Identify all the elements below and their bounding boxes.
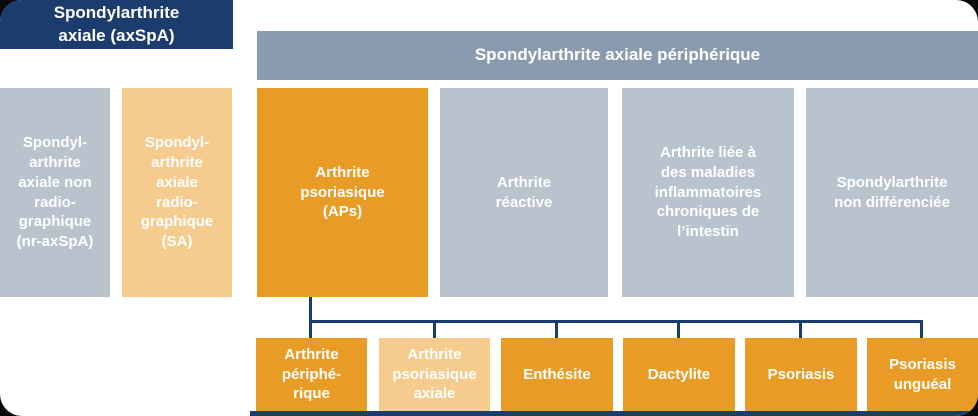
box-psoriatic-arthritis-label: Arthrite psoriasique (APs) [300,163,385,221]
box-nr-axspa-label: Spondyl- arthrite axiale non radio- grap… [16,134,94,251]
box-radiographic-sa: Spondyl- arthrite axiale radio- graphiqu… [122,88,232,297]
bottom-edge-bar [250,411,978,416]
box-undifferentiated-spa: Spondylarthrite non différenciée [806,88,978,297]
box-undifferentiated-spa-label: Spondylarthrite non différenciée [834,173,950,211]
header-axial-spa-label: Spondylarthrite axiale (axSpA) [53,3,180,45]
connector-drop-line [799,320,802,338]
header-peripheral-spa-label: Spondylarthrite axiale périphérique [474,45,761,65]
box-reactive-arthritis-label: Arthrite réactive [495,173,553,211]
connector-horizontal-line [309,320,923,323]
header-peripheral-spa: Spondylarthrite axiale périphérique [257,31,978,80]
box-psoriatic-arthritis: Arthrite psoriasique (APs) [257,88,428,297]
box-reactive-arthritis: Arthrite réactive [440,88,608,297]
box-ibd-arthritis: Arthrite liée à des maladies inflammatoi… [622,88,794,297]
box-dactylitis: Dactylite [623,338,735,411]
connector-stem-line [309,297,312,338]
connector-drop-line [433,320,436,338]
box-peripheral-arthritis: Arthrite périphé- rique [256,338,367,411]
box-radiographic-sa-label: Spondyl- arthrite axiale radio- graphiqu… [140,134,214,251]
connector-drop-line [555,320,558,338]
box-axial-psoriatic-arthritis: Arthrite psoriasique axiale [379,338,490,411]
box-psoriasis: Psoriasis [745,338,857,411]
box-nail-psoriasis-label: Psoriasis unguéal [889,355,956,393]
connector-drop-line [920,320,923,338]
box-axial-psoriatic-arthritis-label: Arthrite psoriasique axiale [392,345,477,403]
box-enthesitis-label: Enthésite [523,365,591,383]
box-nail-psoriasis: Psoriasis unguéal [867,338,978,411]
box-ibd-arthritis-label: Arthrite liée à des maladies inflammatoi… [654,144,762,241]
connector-drop-line [677,320,680,338]
box-dactylitis-label: Dactylite [647,365,711,383]
box-peripheral-arthritis-label: Arthrite périphé- rique [281,345,342,403]
box-psoriasis-label: Psoriasis [767,365,835,383]
box-nr-axspa: Spondyl- arthrite axiale non radio- grap… [0,88,110,297]
header-axial-spa: Spondylarthrite axiale (axSpA) [0,0,233,49]
box-enthesitis: Enthésite [501,338,613,411]
